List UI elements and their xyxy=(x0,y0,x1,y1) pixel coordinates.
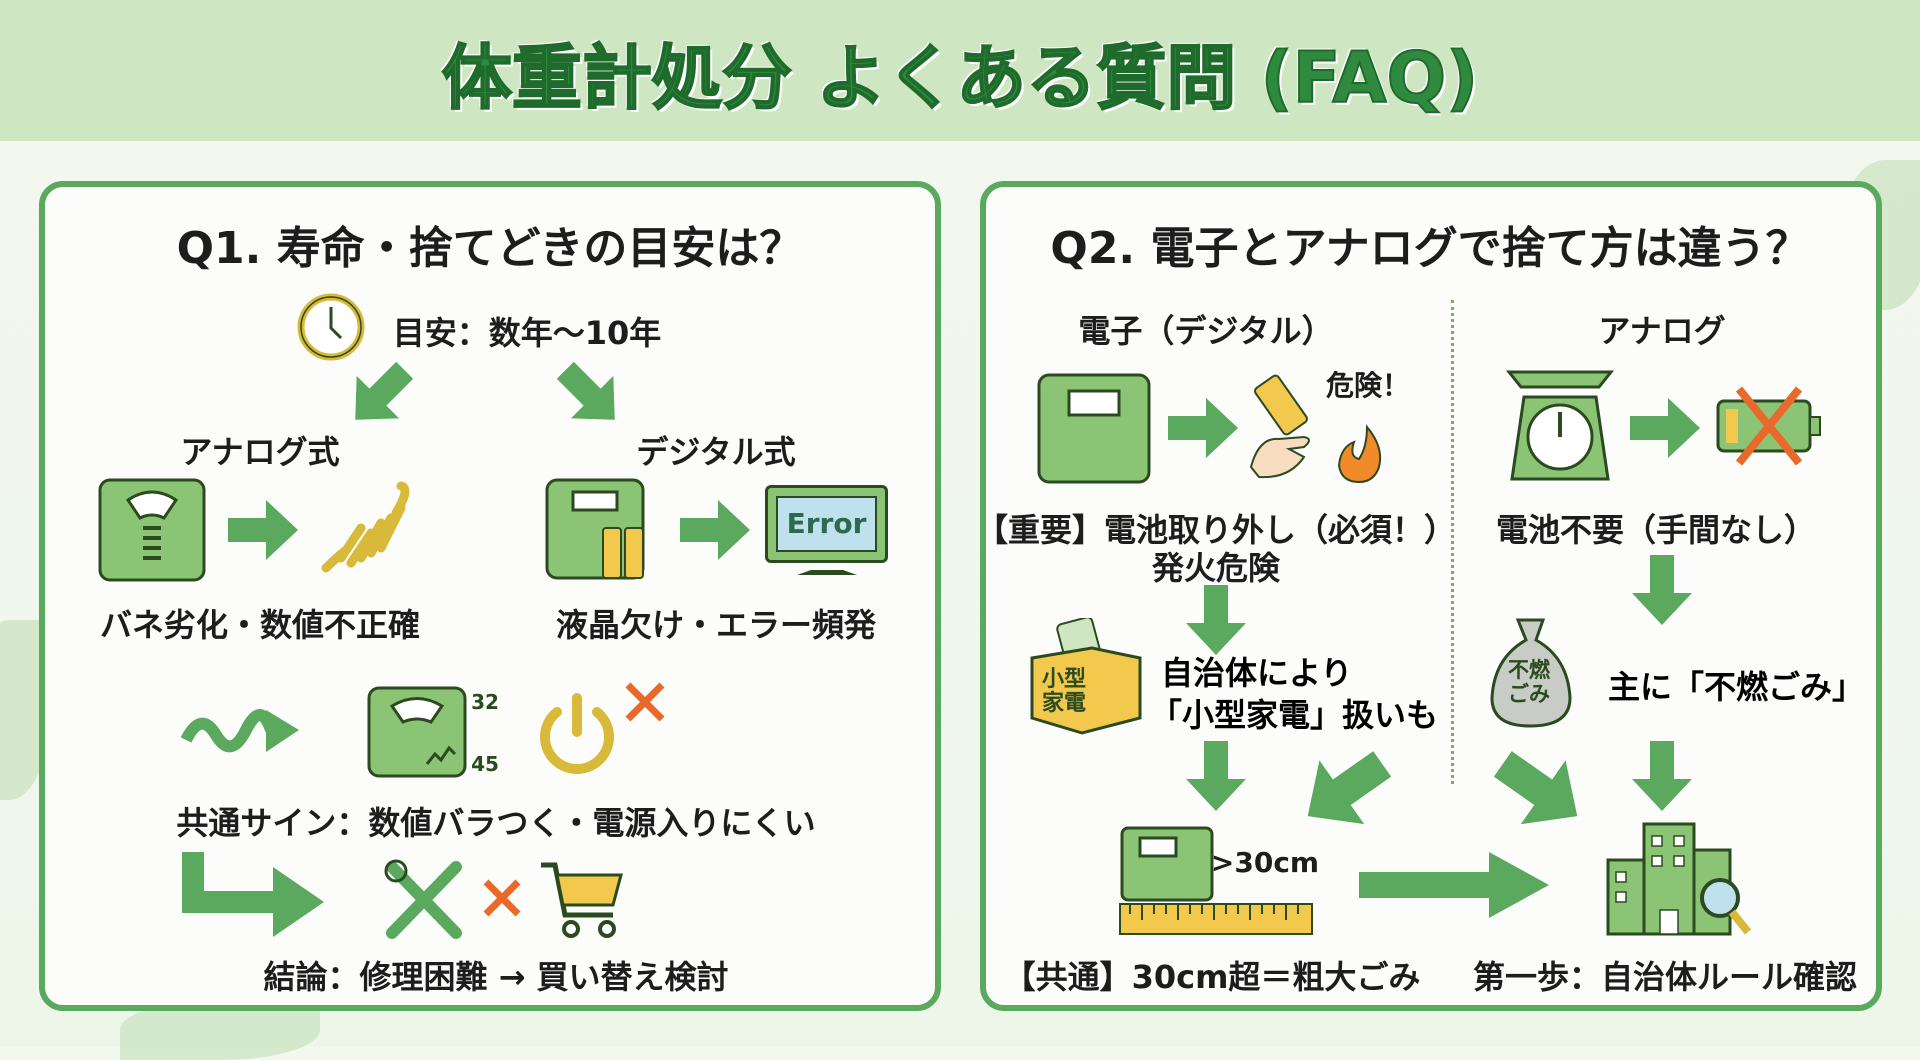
small-appliance-note-2: 「小型家電」扱いも xyxy=(1150,696,1439,734)
turn-arrow-icon xyxy=(182,852,324,937)
fire-icon xyxy=(1337,424,1382,484)
cart-icon xyxy=(541,862,623,938)
digital-heading: 電子（デジタル） xyxy=(1078,312,1334,350)
reading-low: 45 xyxy=(471,752,499,776)
ruler-scale-icon xyxy=(1119,826,1313,935)
size-label: >30cm xyxy=(1210,846,1320,879)
error-text: Error xyxy=(776,496,877,552)
power-icon xyxy=(540,693,614,774)
cross-icon xyxy=(625,682,665,722)
error-monitor-icon: Error xyxy=(765,485,888,582)
danger-label: 危険！ xyxy=(1325,369,1411,402)
appliance-box-icon: 小型家電 xyxy=(1022,618,1145,735)
title-band xyxy=(0,0,1920,141)
no-battery-note: 電池不要（手間なし） xyxy=(1495,511,1817,549)
lifespan-text: 目安：数年〜10年 xyxy=(392,314,662,352)
page-title: 体重計処分 よくある質問 (FAQ) xyxy=(441,36,1479,120)
arrow-down-icon xyxy=(1186,741,1246,811)
clock-icon xyxy=(297,293,365,361)
garbage-bag-icon: 不燃ごみ xyxy=(1488,618,1573,729)
arrow-right-icon xyxy=(1168,398,1238,458)
analog-label: アナログ式 xyxy=(180,433,340,471)
battery-removal-icon xyxy=(1249,374,1382,484)
arrow-down-icon xyxy=(1632,741,1692,811)
common-rule-text: 【共通】30cm超＝粗大ごみ xyxy=(1003,958,1421,996)
divider xyxy=(1451,300,1454,784)
arrow-right-icon xyxy=(1630,398,1700,458)
q2-title: Q2. 電子とアナログで捨て方は違う？ xyxy=(1050,223,1810,274)
box-label: 小型家電 xyxy=(1042,667,1087,716)
analog-disposal-note: 主に「不燃ごみ」 xyxy=(1608,668,1865,706)
common-signs-text: 共通サイン：数値バラつく・電源入りにくい xyxy=(176,804,816,842)
city-hall-icon xyxy=(1606,822,1752,936)
arrow-right-icon xyxy=(1359,852,1549,918)
conclusion-text: 結論：修理困難 → 買い替え検討 xyxy=(263,958,729,996)
arrow-right-icon xyxy=(680,500,750,560)
battery-removal-note: 【重要】電池取り外し（必須！） xyxy=(975,511,1457,549)
cross-icon xyxy=(483,879,521,917)
small-appliance-note-1: 自治体により xyxy=(1161,654,1353,692)
bag-label: 不燃ごみ xyxy=(1508,658,1550,706)
tools-icon xyxy=(384,859,462,939)
fire-risk-note: 発火危険 xyxy=(1151,549,1281,587)
spring-icon xyxy=(321,481,410,573)
digital-scale-icon xyxy=(545,478,645,580)
digital-caption: 液晶欠け・エラー頻発 xyxy=(555,606,877,644)
kitchen-scale-icon xyxy=(1505,370,1615,481)
analog-caption: バネ劣化・数値不正確 xyxy=(99,606,421,644)
analog-scale-icon xyxy=(98,478,206,582)
arrow-down-icon xyxy=(1186,585,1246,655)
digital-label: デジタル式 xyxy=(636,433,796,471)
arrow-right-icon xyxy=(228,500,298,560)
first-step-text: 第一歩：自治体ルール確認 xyxy=(1472,958,1858,996)
reading-high: 32 xyxy=(471,690,499,714)
q1-title: Q1. 寿命・捨てどきの目安は？ xyxy=(176,223,804,274)
arrow-down-icon xyxy=(1632,555,1692,625)
wave-arrow-icon xyxy=(181,709,299,753)
analog-heading: アナログ xyxy=(1598,312,1726,350)
fluctuating-scale-icon xyxy=(367,686,467,778)
digital-scale-icon xyxy=(1037,373,1151,484)
no-battery-icon xyxy=(1716,386,1821,466)
